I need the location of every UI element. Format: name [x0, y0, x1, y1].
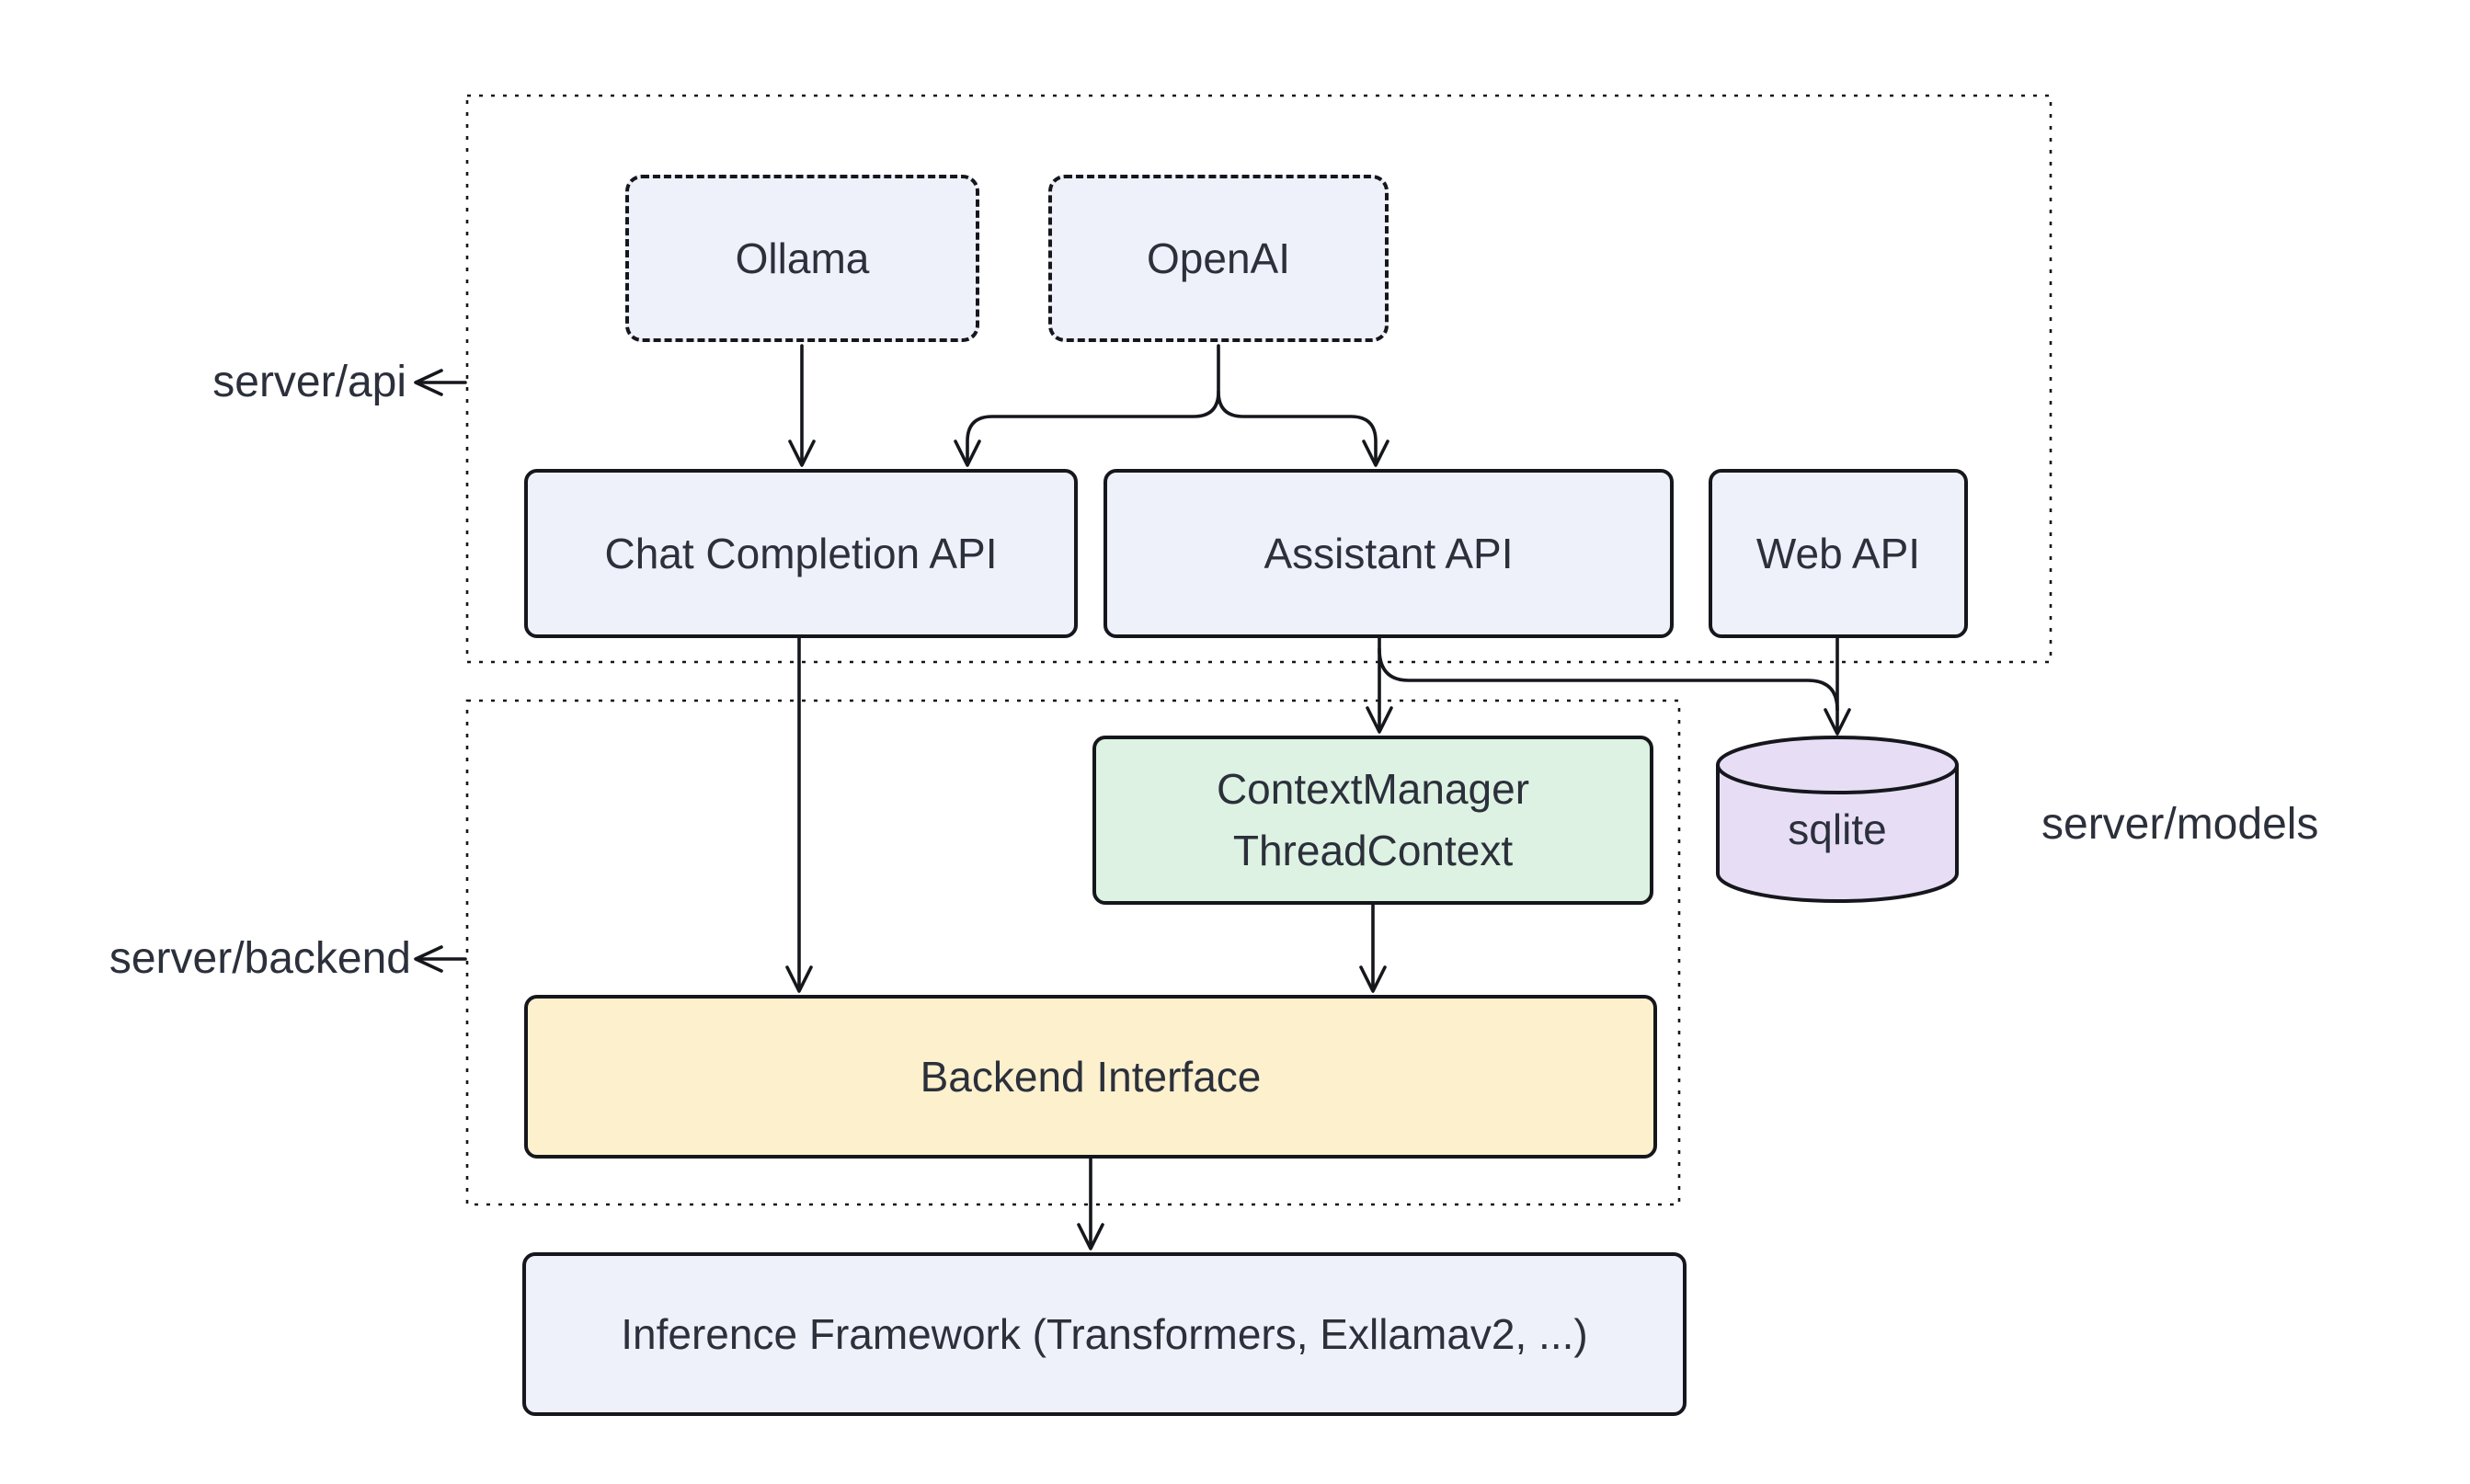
arrowhead-serverbackend-pointer: [414, 945, 443, 973]
node-ollama: Ollama: [625, 175, 979, 342]
arrowhead-backend-inference: [1077, 1223, 1104, 1250]
node-inference-framework-label: Inference Framework (Transformers, Exlla…: [621, 1309, 1588, 1358]
node-chat-completion-api: Chat Completion API: [524, 469, 1078, 638]
node-web-api-label: Web API: [1755, 529, 1921, 577]
context-manager-line2: ThreadContext: [1232, 827, 1514, 874]
node-backend-interface-label: Backend Interface: [920, 1052, 1262, 1101]
arrowhead-contextmanager-backend: [1359, 965, 1387, 993]
node-web-api: Web API: [1709, 469, 1968, 638]
node-context-manager: ContextManager ThreadContext: [1092, 736, 1653, 905]
node-ollama-label: Ollama: [735, 234, 870, 282]
node-inference-framework: Inference Framework (Transformers, Exlla…: [522, 1252, 1687, 1416]
node-chat-completion-api-label: Chat Completion API: [604, 529, 998, 577]
arrowhead-openai-assistant: [1362, 439, 1389, 467]
arrowhead-serverapi-pointer: [414, 369, 443, 396]
arrowhead-ollama-chat: [788, 439, 816, 467]
node-openai-label: OpenAI: [1147, 234, 1290, 282]
node-backend-interface: Backend Interface: [524, 995, 1657, 1159]
server-api-label: server/api: [212, 358, 406, 406]
sqlite-label: sqlite: [1788, 805, 1887, 853]
node-assistant-api-label: Assistant API: [1264, 529, 1514, 577]
arrowhead-assistant-contextmanager: [1366, 706, 1393, 734]
node-openai: OpenAI: [1048, 175, 1389, 342]
arrowhead-chat-backend: [785, 965, 813, 993]
node-assistant-api: Assistant API: [1103, 469, 1674, 638]
server-models-label: server/models: [2041, 800, 2319, 849]
context-manager-line1: ContextManager: [1216, 765, 1530, 814]
arrowhead-openai-chat: [954, 439, 981, 467]
arrowhead-webapi-sqlite: [1824, 708, 1851, 736]
edge-assistant-sqlite: [1378, 647, 1839, 712]
server-backend-label: server/backend: [109, 934, 411, 983]
edge-openai-chat: [966, 344, 1220, 463]
node-context-manager-label: ContextManager ThreadContext: [1217, 759, 1529, 881]
edge-openai-assistant: [1217, 390, 1378, 463]
